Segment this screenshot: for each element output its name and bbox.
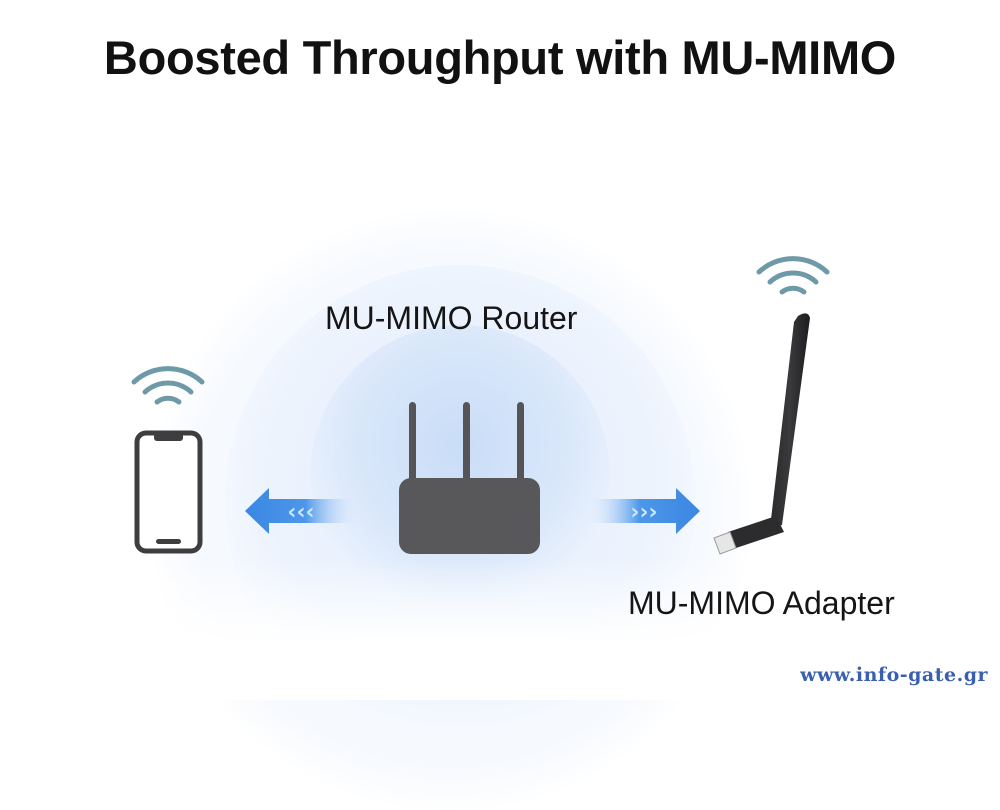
adapter-label: MU-MIMO Adapter (628, 585, 895, 621)
arrow-to-phone: ‹‹‹ (245, 488, 355, 534)
usb-wifi-adapter-icon (713, 313, 810, 555)
router-icon (399, 402, 540, 554)
arrow-to-adapter: ››› (590, 488, 700, 534)
arrow-left-chevrons: ‹‹‹ (287, 500, 314, 525)
adapter-wifi-icon (756, 256, 830, 295)
arrow-right-chevrons: ››› (630, 500, 657, 525)
background-fade (0, 560, 1000, 700)
phone-wifi-icon (131, 366, 205, 405)
router-label: MU-MIMO Router (325, 300, 578, 336)
page-title: Boosted Throughput with MU-MIMO (103, 31, 897, 84)
watermark-link[interactable]: www.info-gate.gr (800, 664, 988, 686)
smartphone-icon (134, 430, 203, 554)
